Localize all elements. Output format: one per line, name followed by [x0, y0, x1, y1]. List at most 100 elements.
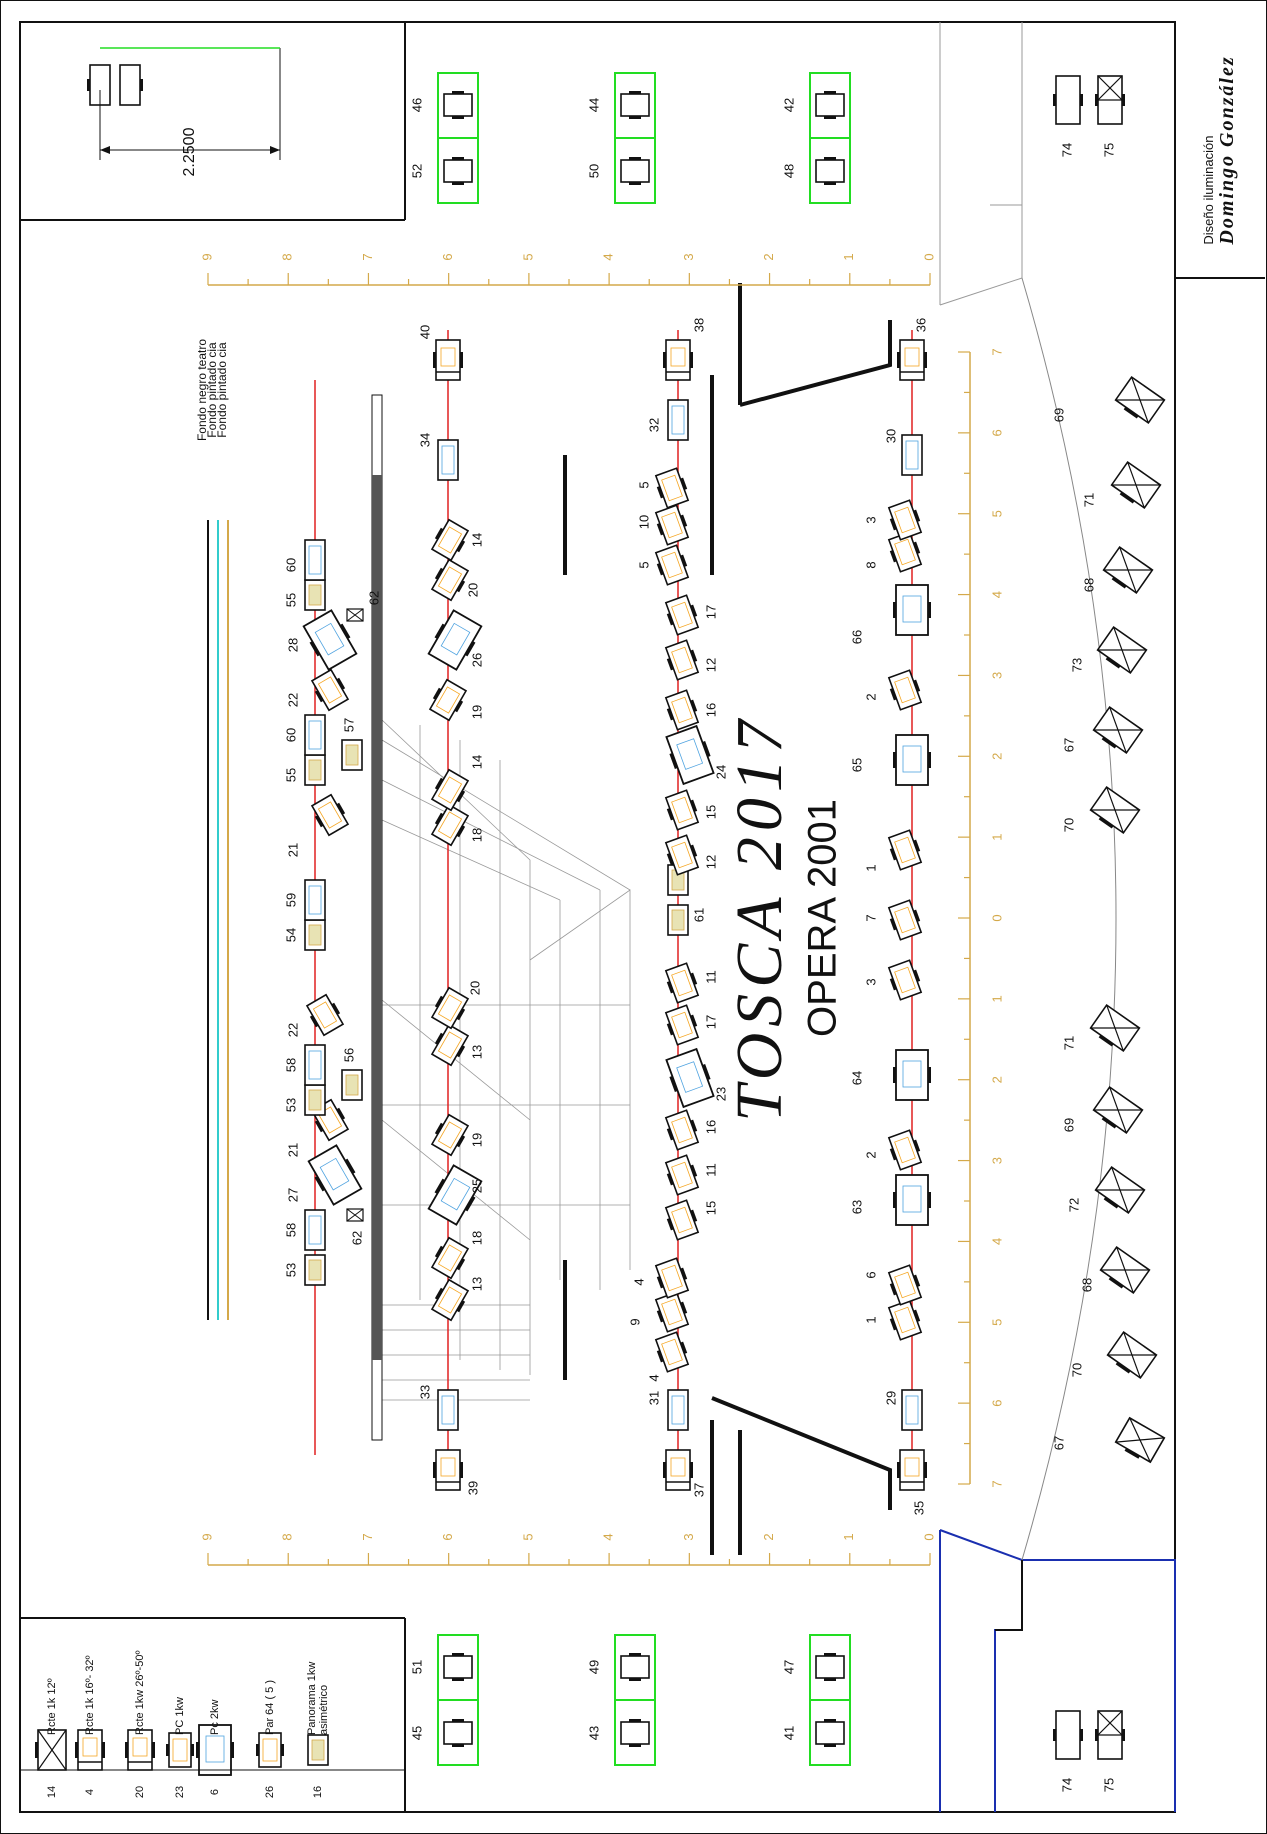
channel-label: 63 [849, 1200, 864, 1214]
set-pieces [381, 719, 631, 1401]
fixture-icon [341, 1069, 363, 1101]
moving-head-icon [1099, 1245, 1151, 1295]
channel-label: 14 [469, 755, 484, 769]
channel-label: 68 [1081, 578, 1096, 592]
channel-label: 70 [1069, 1363, 1084, 1377]
profile-12-icon [35, 1729, 67, 1771]
channel-label: 16 [703, 1120, 718, 1134]
tower-fixture-icon [620, 1719, 650, 1747]
fixture-icon [897, 339, 927, 381]
fixture-icon [654, 1257, 690, 1299]
scale-tick-label: 2 [761, 253, 776, 260]
legend-count: 6 [209, 1788, 221, 1796]
legend-count: 26 [264, 1785, 276, 1799]
moving-head-icon [1106, 1330, 1158, 1380]
fixture-icon [664, 594, 700, 636]
fixture-icon [664, 689, 700, 731]
scale-tick-label: 4 [989, 591, 1004, 598]
scale-tick-label: 1 [989, 995, 1004, 1002]
channel-label: 39 [465, 1481, 480, 1495]
channel-label: 30 [883, 429, 898, 443]
boom-label: 74 [1059, 1778, 1074, 1792]
channel-label: 2 [863, 693, 878, 700]
scale-tick-label: 7 [360, 253, 375, 260]
fixture-icon [887, 669, 923, 711]
curtain-bar-fill [372, 475, 382, 1360]
channel-label: 26 [469, 653, 484, 667]
channel-label: 37 [691, 1483, 706, 1497]
dimension-label: 2.2500 [181, 127, 198, 177]
proscenium-top [939, 22, 1023, 306]
channel-label: 66 [849, 630, 864, 644]
legend-label: Panorama 1kw asimétrico [306, 1661, 330, 1735]
fixture-icon [887, 959, 923, 1001]
scale-tick-label: 0 [921, 1533, 936, 1540]
fixture-icon [430, 1023, 470, 1067]
legend-label: Rcte 1kw 26º-50º [134, 1650, 146, 1735]
tower-label: 49 [586, 1660, 601, 1674]
fixture-icon [304, 1209, 326, 1251]
fixture-icon [305, 993, 345, 1037]
fixture-icon [304, 1254, 326, 1286]
moving-head-icon [1092, 1085, 1144, 1135]
channel-label: 1 [863, 864, 878, 871]
fixture-icon [664, 962, 700, 1004]
moving-head-icon [1089, 1003, 1141, 1053]
scale-tick-label: 6 [440, 253, 455, 260]
scale-tick-label: 9 [199, 1533, 214, 1540]
fixture-icon [887, 499, 923, 541]
fixture-icon [887, 829, 923, 871]
channel-label: 62 [349, 1231, 364, 1245]
legend-label: Par 64 ( 5 ) [264, 1679, 276, 1735]
boom-label: 75 [1101, 1778, 1116, 1792]
fixture-icon [433, 339, 463, 381]
channel-label: 23 [713, 1087, 728, 1101]
fixture-icon [667, 904, 689, 936]
pc-2kw-icon [196, 1724, 234, 1776]
fixture-icon [437, 1389, 459, 1431]
tower-fixture-icon [815, 91, 845, 119]
profile-16-32-icon [75, 1729, 105, 1771]
tower-fixture-icon [443, 157, 473, 185]
fixture-icon [430, 1278, 470, 1322]
channel-label: 11 [703, 1163, 718, 1177]
channel-label: 72 [1066, 1198, 1081, 1212]
channel-label: 61 [691, 908, 706, 922]
legend-count: 14 [46, 1785, 58, 1799]
fixture-icon [427, 1164, 483, 1226]
fixture-icon [307, 1144, 363, 1206]
fixture-icon [430, 803, 470, 847]
scale-tick-label: 5 [989, 510, 1004, 517]
fixture-icon [897, 1449, 927, 1491]
channel-label: 15 [703, 1201, 718, 1215]
fixture-icon [430, 558, 470, 602]
legend-count: 20 [134, 1785, 146, 1799]
channel-label: 40 [417, 325, 432, 339]
channel-label: 64 [849, 1071, 864, 1085]
channel-label: 53 [283, 1263, 298, 1277]
channel-label: 60 [283, 728, 298, 742]
fixture-icon [893, 1174, 931, 1226]
moving-head-icon [1092, 705, 1144, 755]
fixture-icon [887, 1264, 923, 1306]
channel-label: 54 [283, 928, 298, 942]
scale-tick-label: 5 [520, 1533, 535, 1540]
fixture-icon [433, 1449, 463, 1491]
moving-head-icon [1102, 545, 1154, 595]
fixture-icon [430, 986, 470, 1030]
panorama-icon [307, 1734, 329, 1766]
fixture-icon [654, 467, 690, 509]
fixture-icon [310, 793, 350, 837]
boom-label: 74 [1059, 143, 1074, 157]
fixture-icon [430, 518, 470, 562]
channel-label: 55 [283, 593, 298, 607]
fixtures: 5358272153582254592155602228556056576262… [20, 318, 1166, 1776]
channel-label: 27 [285, 1188, 300, 1202]
fixture-icon [654, 544, 690, 586]
channel-label: 7 [863, 914, 878, 921]
channel-label: 19 [469, 1133, 484, 1147]
channel-label: 15 [703, 805, 718, 819]
channel-label: 13 [469, 1277, 484, 1291]
tower-label: 41 [781, 1726, 796, 1740]
